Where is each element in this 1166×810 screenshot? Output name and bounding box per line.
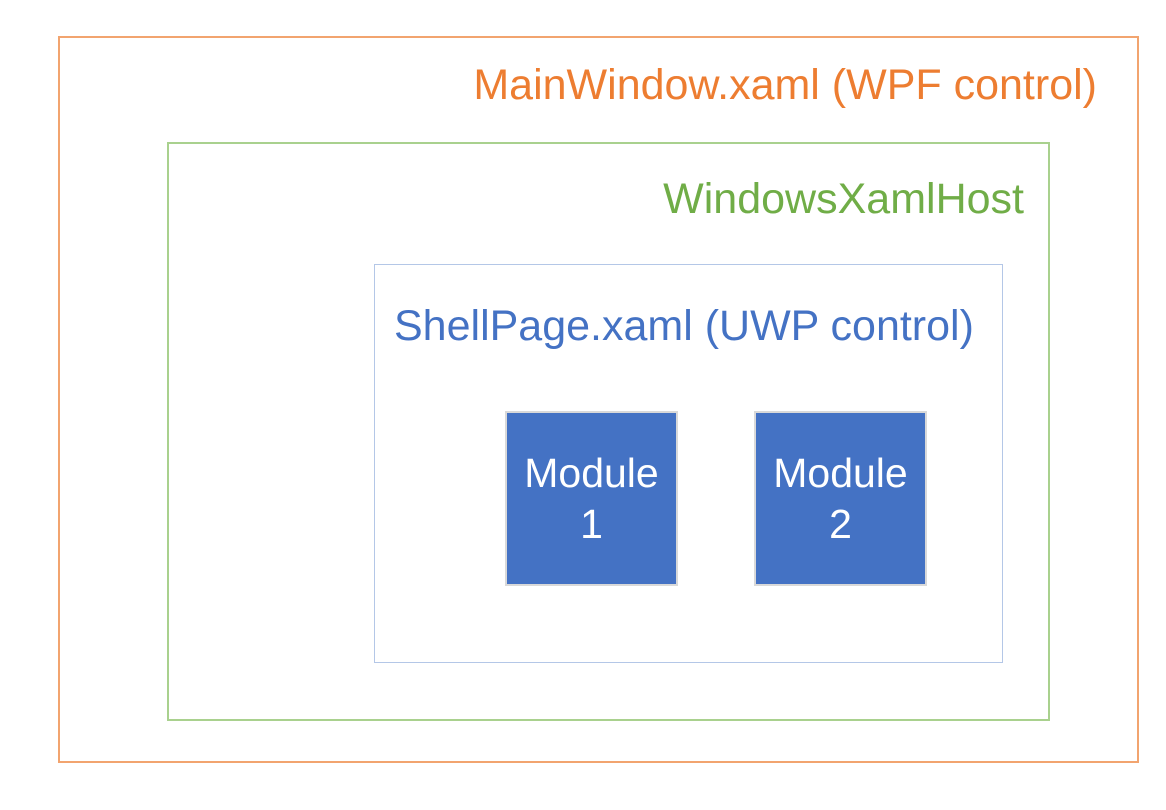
mainwindow-wpf-label: MainWindow.xaml (WPF control) bbox=[473, 61, 1097, 109]
module-2-label-line1: Module bbox=[773, 450, 908, 497]
module-1-label-line1: Module bbox=[524, 450, 659, 497]
module-2-label-line2: 2 bbox=[829, 500, 852, 547]
module-2-box: Module 2 bbox=[754, 411, 927, 586]
windows-xaml-host-label: WindowsXamlHost bbox=[663, 175, 1024, 223]
module-1-label-line2: 1 bbox=[580, 500, 603, 547]
shellpage-uwp-box: ShellPage.xaml (UWP control) Module 1 Mo… bbox=[374, 264, 1003, 663]
mainwindow-wpf-box: MainWindow.xaml (WPF control) WindowsXam… bbox=[58, 36, 1139, 763]
shellpage-uwp-label: ShellPage.xaml (UWP control) bbox=[394, 302, 974, 350]
windows-xaml-host-box: WindowsXamlHost ShellPage.xaml (UWP cont… bbox=[167, 142, 1050, 721]
module-1-box: Module 1 bbox=[505, 411, 678, 586]
